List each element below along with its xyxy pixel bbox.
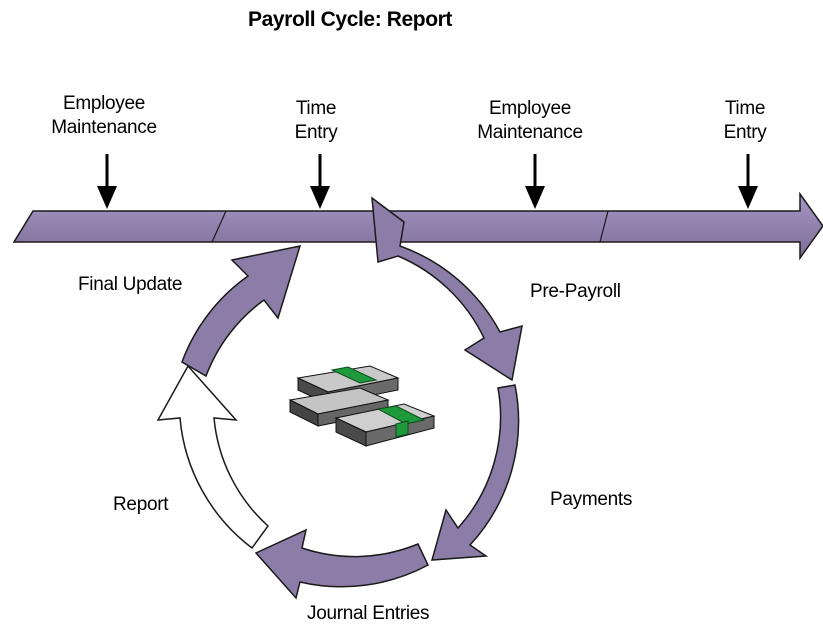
down-arrow-icon [97, 154, 117, 209]
timeline-label-time-entry-2: Time Entry [724, 97, 767, 145]
timeline-label-employee-maintenance-2: Employee Maintenance [477, 97, 583, 145]
cycle-arrow-payments [430, 384, 520, 561]
label-line: Time [724, 98, 766, 119]
money-bundle [334, 403, 436, 447]
label-line: Entry [294, 122, 338, 143]
timeline-label-employee-maintenance-1: Employee Maintenance [51, 92, 157, 140]
cycle-arrow-report [156, 364, 270, 550]
cycle-label-final-update: Final Update [78, 274, 183, 295]
cycle-label-payments: Payments [550, 489, 633, 510]
timeline-band [12, 191, 823, 261]
down-arrow-icon [310, 154, 330, 209]
cycle-arrow-final-update [181, 245, 302, 378]
label-line: Employee [62, 93, 146, 114]
page-title: Payroll Cycle: Report [248, 8, 452, 31]
cycle-arrow-journal-entries [254, 528, 429, 600]
timeline-divider [211, 210, 227, 243]
cycle-arrow-pre-payroll [371, 196, 523, 382]
cycle-label-journal-entries: Journal Entries [307, 603, 430, 624]
cycle-label-report: Report [113, 494, 169, 515]
label-line: Maintenance [51, 117, 157, 138]
timeline-divider [599, 210, 609, 243]
money-stack-icon [288, 365, 436, 447]
cycle-label-pre-payroll: Pre-Payroll [530, 281, 621, 302]
label-line: Maintenance [477, 122, 583, 143]
timeline-label-time-entry-1: Time Entry [295, 97, 338, 145]
label-line: Entry [723, 122, 767, 143]
label-line: Employee [488, 98, 572, 119]
label-line: Time [295, 98, 337, 119]
timeline-arrow [12, 191, 823, 261]
down-arrow-icon [525, 154, 545, 209]
down-arrow-icon [738, 154, 758, 209]
